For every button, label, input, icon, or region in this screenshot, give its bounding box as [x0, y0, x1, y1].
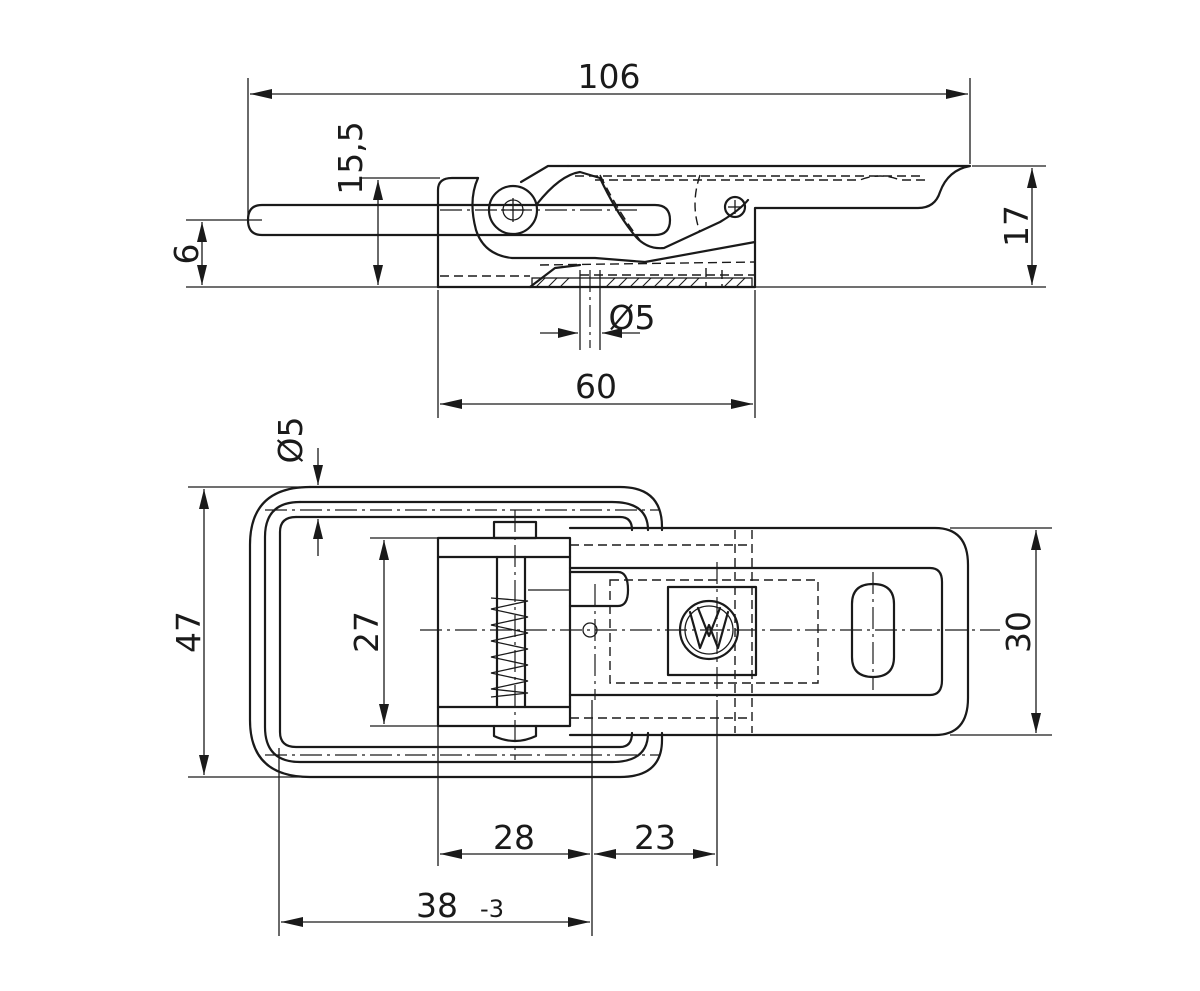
dim-spring-width: 27 [347, 611, 386, 653]
dim-span-28: 28 [493, 818, 535, 857]
top-view-dimensions: Ø5 47 27 30 28 23 [169, 417, 1052, 936]
dim-base-length: 60 [575, 367, 617, 406]
side-view-dimensions: 106 6 15,5 17 Ø5 60 [167, 57, 1046, 418]
dim-plate-width: 30 [999, 611, 1038, 653]
dim-total-height: 17 [997, 205, 1036, 247]
top-view [248, 485, 1000, 779]
dim-span-38-tolerance: -3 [480, 895, 504, 923]
dim-thickness: 6 [167, 244, 206, 265]
dim-lever-height: 15,5 [331, 121, 370, 194]
dim-span-23: 23 [634, 818, 676, 857]
dim-loop-width: 47 [169, 611, 208, 653]
dim-overall-length: 106 [578, 57, 641, 96]
dim-span-38: 38 [416, 886, 458, 925]
side-view [246, 164, 972, 348]
dim-hole-dia-top: Ø5 [271, 417, 310, 464]
dim-hole-dia-side: Ø5 [609, 298, 656, 337]
